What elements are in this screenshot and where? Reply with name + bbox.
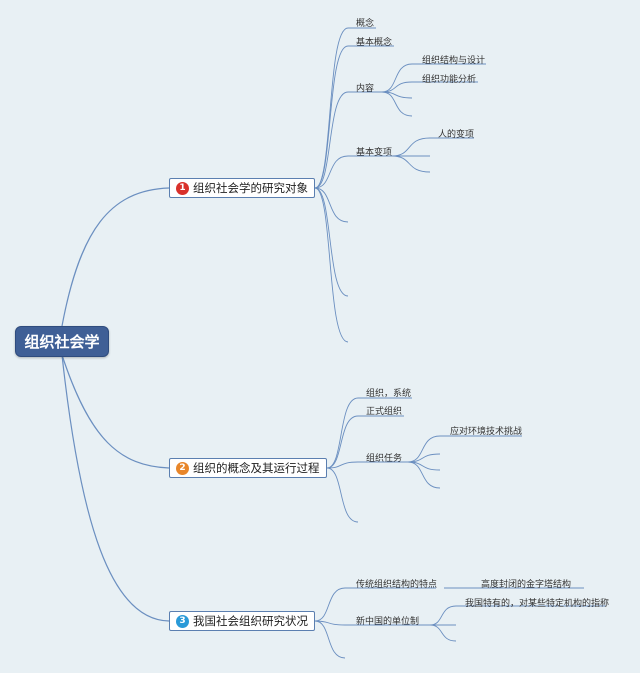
connector-line: [314, 45, 349, 189]
connector-line: [326, 415, 359, 469]
leaf-danwei-system[interactable]: 新中国的单位制: [356, 617, 420, 627]
branch-label: 组织社会学的研究对象: [193, 181, 308, 195]
connector-line: [61, 354, 170, 622]
leaf-concept[interactable]: 概念: [356, 19, 375, 29]
leaf-human-variable[interactable]: 人的变项: [438, 130, 475, 140]
connector-line: [61, 187, 170, 327]
branch-china-org-research[interactable]: 3 我国社会组织研究状况: [169, 611, 315, 631]
connector-line: [381, 63, 413, 93]
connector-line: [326, 467, 359, 523]
connector-line: [314, 187, 349, 297]
connector-line: [407, 435, 441, 463]
connector-line: [326, 461, 359, 469]
connector-line: [381, 91, 413, 117]
branch-label: 我国社会组织研究状况: [193, 614, 308, 628]
leaf-basic-concept[interactable]: 基本概念: [356, 38, 393, 48]
leaf-org-task[interactable]: 组织任务: [366, 454, 403, 464]
connector-line: [429, 624, 457, 642]
leaf-content[interactable]: 内容: [356, 84, 375, 94]
number-badge-1: 1: [176, 181, 189, 195]
number-badge-2: 2: [176, 461, 189, 475]
connector-line: [381, 81, 413, 93]
leaf-environment-challenge[interactable]: 应对环境技术挑战: [450, 427, 523, 437]
leaf-formal-org[interactable]: 正式组织: [366, 407, 403, 417]
root-topic[interactable]: 组织社会学: [15, 326, 109, 357]
connector-line: [314, 91, 349, 189]
connector-line: [326, 397, 359, 469]
connector-line: [391, 155, 431, 173]
branch-research-object[interactable]: 1 组织社会学的研究对象: [169, 178, 315, 198]
connector-line: [407, 461, 441, 489]
number-badge-3: 3: [176, 614, 189, 628]
leaf-basic-variables[interactable]: 基本变项: [356, 148, 393, 158]
leaf-structure-design[interactable]: 组织结构与设计: [422, 56, 486, 66]
connector-line: [391, 137, 431, 157]
connector-line: [429, 605, 457, 626]
leaf-function-analysis[interactable]: 组织功能分析: [422, 75, 477, 85]
connector-line: [314, 620, 346, 626]
connector-line: [314, 155, 349, 189]
connector-line: [314, 620, 346, 659]
connector-line: [61, 354, 170, 469]
connector-line: [314, 587, 346, 622]
leaf-pyramid-structure[interactable]: 高度封闭的金字塔结构: [481, 580, 572, 590]
branch-org-concept-process[interactable]: 2 组织的概念及其运行过程: [169, 458, 327, 478]
leaf-org-system[interactable]: 组织，系统: [366, 389, 412, 399]
leaf-traditional-structure[interactable]: 传统组织结构的特点: [356, 580, 438, 590]
root-topic-label: 组织社会学: [24, 333, 100, 351]
connector-line: [314, 187, 349, 223]
connector-line: [314, 187, 349, 343]
branch-label: 组织的概念及其运行过程: [193, 461, 320, 475]
leaf-danwei-definition[interactable]: 我国特有的，对某些特定机构的指称: [465, 599, 610, 609]
